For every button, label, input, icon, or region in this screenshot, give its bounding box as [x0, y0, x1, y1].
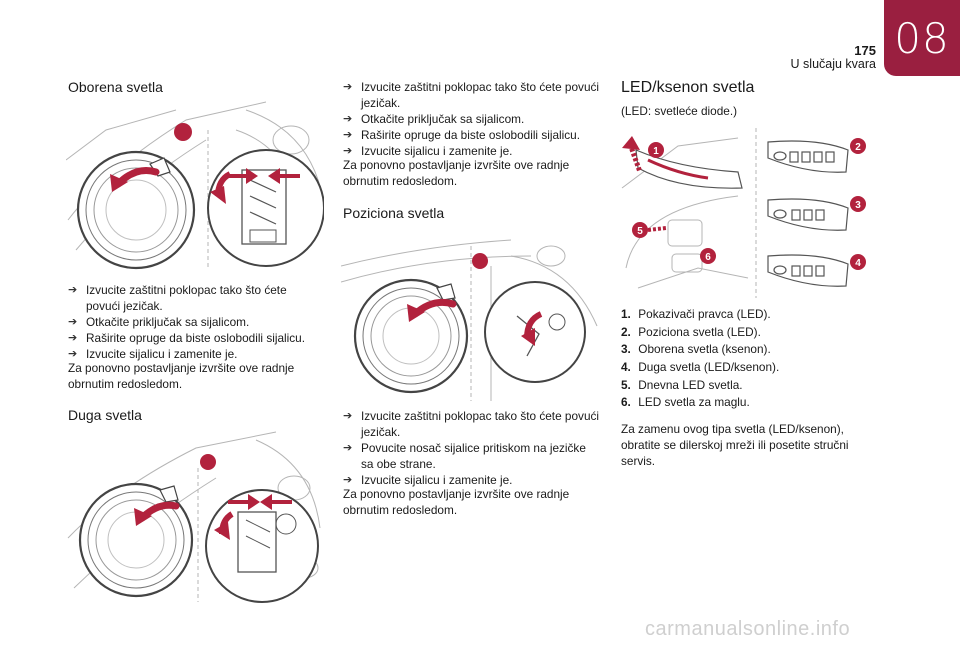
callout-badge-1: 1	[648, 142, 664, 158]
led-xenon-illustration: 1 2 3 4 5 6	[618, 128, 872, 298]
heading-position-lights: Poziciona svetla	[343, 205, 445, 221]
high-beam-steps: ➔Izvucite zaštitni poklopac tako što ćet…	[343, 79, 601, 159]
section-title: U slučaju kvara	[790, 57, 876, 71]
low-beam-note: Za ponovno postavljanje izvršite ove rad…	[68, 361, 295, 391]
svg-text:6: 6	[705, 252, 711, 263]
legend-item: 4. Duga svetla (LED/ksenon).	[621, 360, 780, 375]
legend-item: 5. Dnevna LED svetla.	[621, 377, 743, 392]
svg-text:2: 2	[855, 142, 861, 153]
bulb-holder-icon	[207, 149, 324, 267]
list-item: ➔Otkačite priključak sa sijalicom.	[343, 112, 525, 126]
position-light-illustration	[341, 226, 599, 402]
heading-low-beam: Oborena svetla	[68, 79, 163, 95]
list-item: ➔Otkačite priključak sa sijalicom.	[68, 315, 250, 329]
list-item: ➔Izvucite zaštitni poklopac tako što ćet…	[68, 283, 287, 313]
callout-badge-5: 5	[632, 222, 648, 238]
low-beam-illustration	[66, 100, 324, 270]
list-item: ➔Raširite opruge da biste oslobodili sij…	[343, 128, 581, 142]
legend-item: 2. Poziciona svetla (LED).	[621, 324, 761, 339]
svg-text:5: 5	[637, 226, 643, 237]
list-item: ➔Izvucite sijalicu i zamenite je.	[343, 144, 513, 158]
list-item: ➔Izvucite zaštitni poklopac tako što ćet…	[343, 80, 600, 110]
cover-disc-icon	[78, 482, 194, 598]
led-note: Za zamenu ovog tipa svetla (LED/ksenon),…	[621, 422, 849, 468]
list-item: ➔Povucite nosač sijalice pritiskom na je…	[343, 441, 586, 471]
position-steps: ➔Izvucite zaštitni poklopac tako što ćet…	[343, 408, 601, 488]
list-item: ➔Izvucite sijalicu i zamenite je.	[68, 347, 238, 361]
callout-badge-3: 3	[850, 196, 866, 212]
list-item: ➔Izvucite sijalicu i zamenite je.	[343, 473, 513, 487]
bulb-holder-icon	[205, 489, 319, 603]
callout-badge-2: 2	[850, 138, 866, 154]
high-beam-note: Za ponovno postavljanje izvršite ove rad…	[343, 158, 570, 188]
cover-disc-icon	[353, 278, 469, 394]
high-beam-illustration	[66, 428, 324, 603]
callout-badge-6: 6	[700, 248, 716, 264]
svg-text:4: 4	[855, 258, 861, 269]
svg-text:3: 3	[855, 200, 861, 211]
list-item: ➔Raširite opruge da biste oslobodili sij…	[68, 331, 306, 345]
headlamp-detail-icon	[767, 140, 849, 287]
svg-text:1: 1	[653, 146, 659, 157]
page-number: 175	[854, 43, 876, 58]
position-note: Za ponovno postavljanje izvršite ove rad…	[343, 487, 570, 517]
low-beam-steps: ➔Izvucite zaštitni poklopac tako što ćet…	[68, 282, 318, 362]
chapter-tab: 08	[884, 0, 960, 76]
heading-high-beam: Duga svetla	[68, 407, 142, 423]
legend-item: 3. Oborena svetla (ksenon).	[621, 342, 771, 357]
legend-item: 1. Pokazivači pravca (LED).	[621, 307, 771, 321]
list-item: ➔Izvucite zaštitni poklopac tako što ćet…	[343, 409, 600, 439]
callout-badge-4: 4	[850, 254, 866, 270]
led-subtitle: (LED: svetleće diode.)	[621, 104, 738, 118]
legend-item: 6. LED svetla za maglu.	[621, 395, 750, 410]
heading-led-xenon: LED/ksenon svetla	[621, 79, 755, 96]
led-legend: 1. Pokazivači pravca (LED). 2. Poziciona…	[621, 306, 871, 412]
watermark: carmanualsonline.info	[645, 618, 851, 640]
chapter-number: 08	[894, 13, 950, 63]
